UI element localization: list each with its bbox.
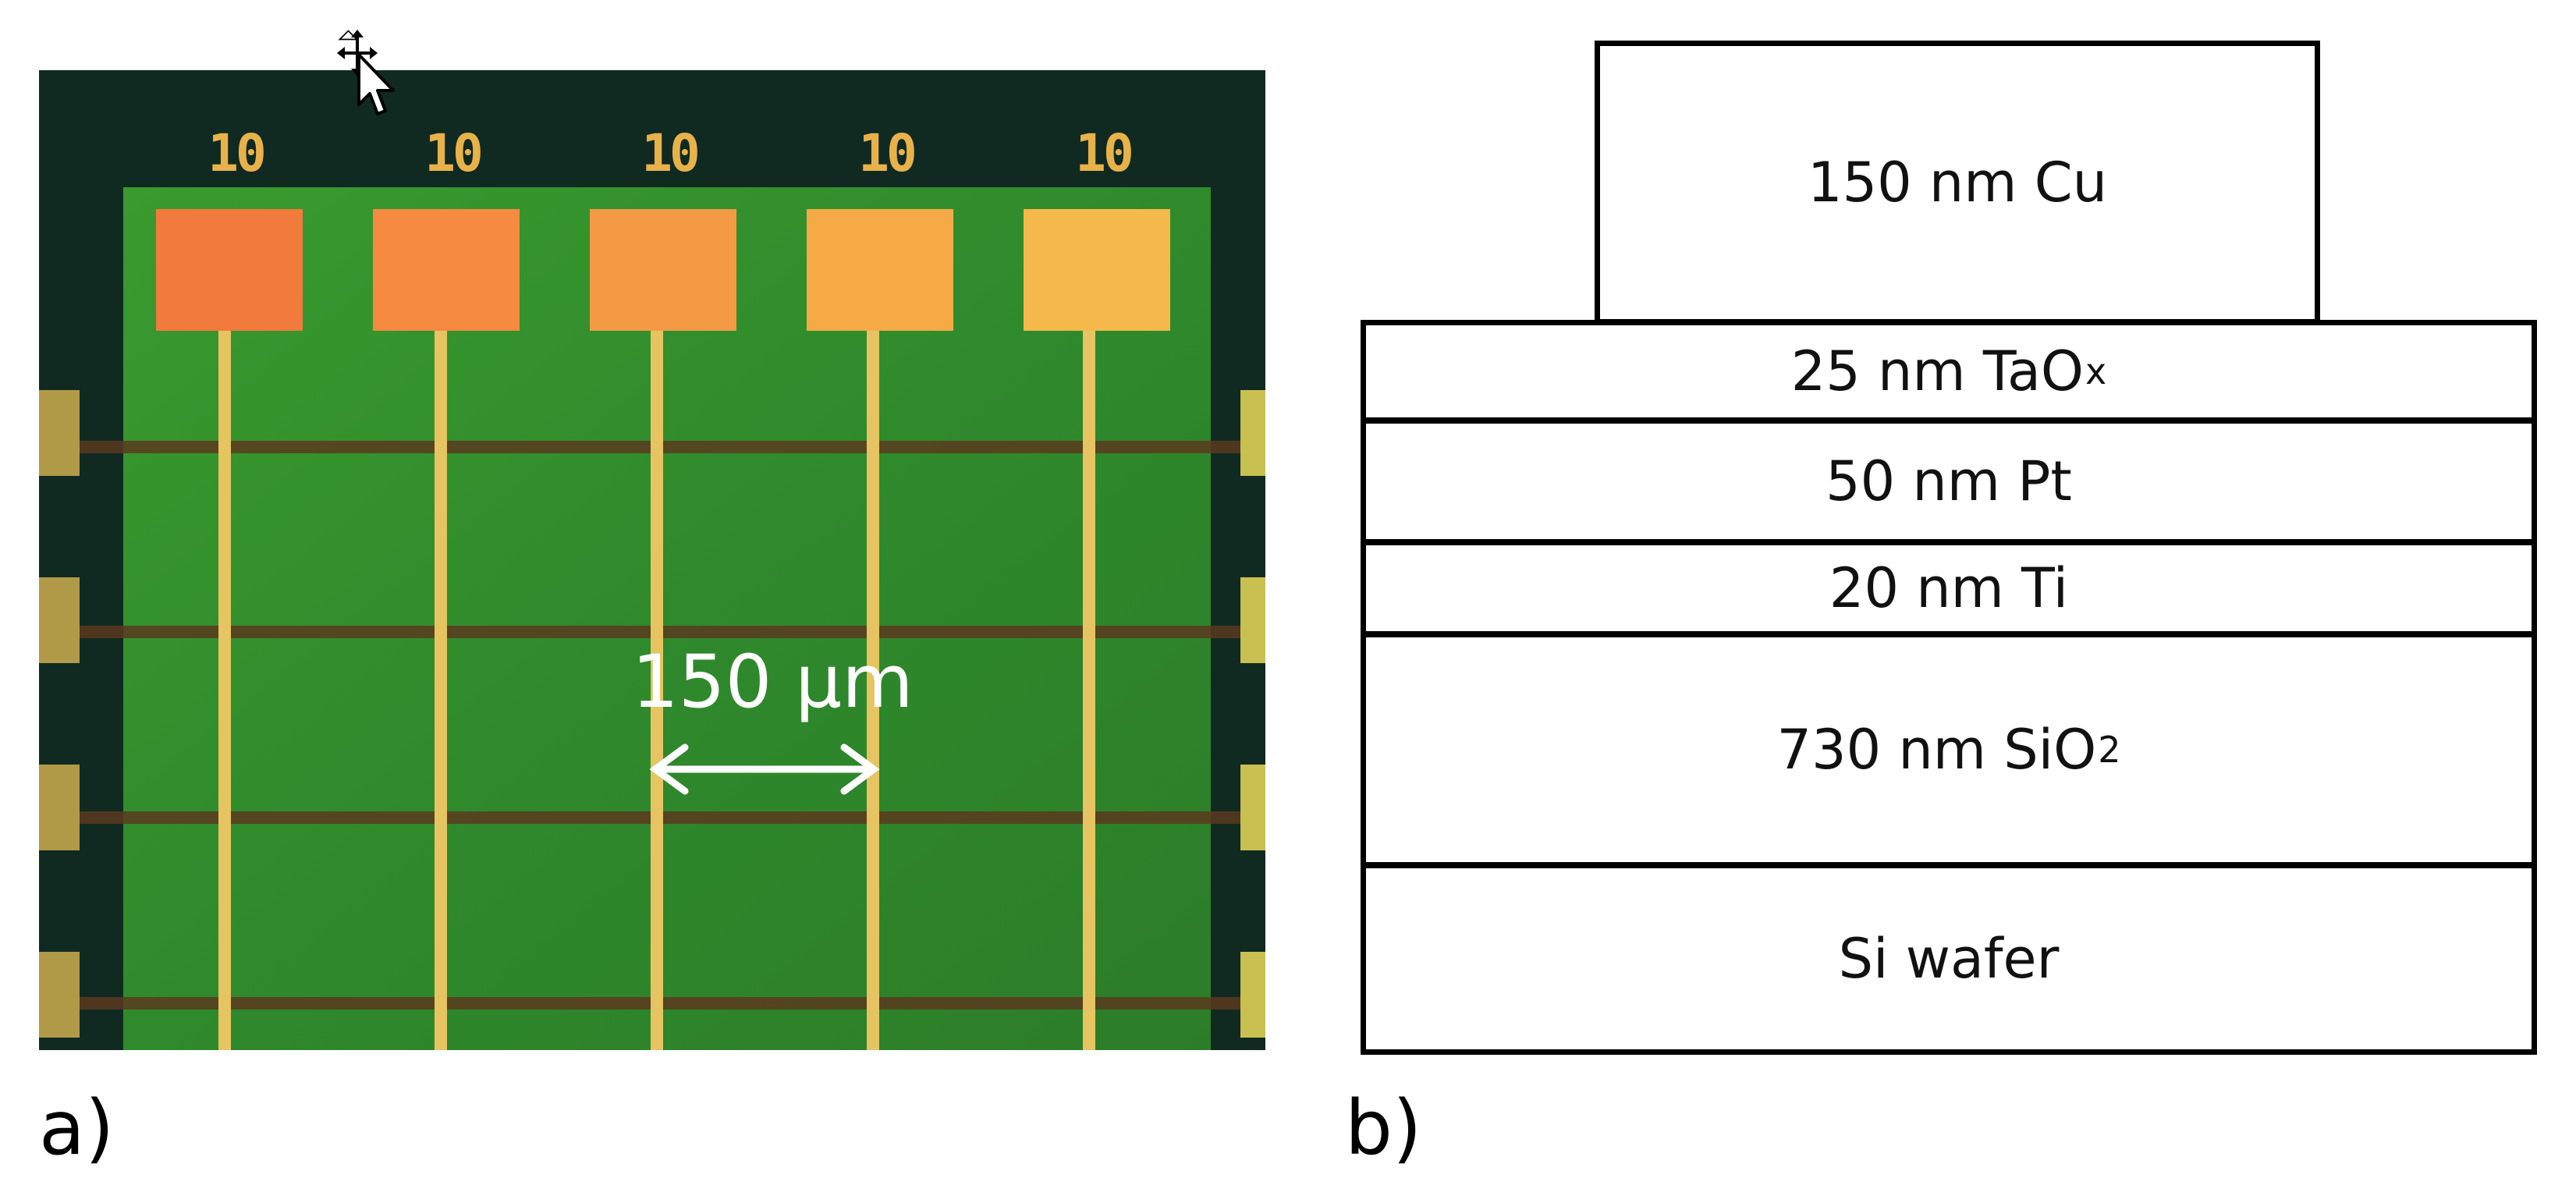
layer-pt: 50 nm Pt: [1361, 418, 2537, 545]
pad-label: 10: [1075, 123, 1134, 183]
layer-cu-label: 150 nm Cu: [1808, 151, 2107, 215]
layer-si-wafer: Si wafer: [1361, 863, 2537, 1055]
layer-si-label: Si wafer: [1838, 927, 2060, 991]
left-contacts: [39, 390, 80, 1038]
layer-sio2-label: 730 nm SiO: [1776, 718, 2097, 782]
move-cursor-icon: [337, 30, 395, 115]
crossbar-micrograph: [39, 70, 1265, 1050]
layer-taox-label: 25 nm TaO: [1790, 339, 2085, 403]
layer-ti-label: 20 nm Ti: [1829, 556, 2069, 620]
pad-label: 10: [424, 123, 483, 183]
pad-label: 10: [641, 123, 700, 183]
chip-substrate: [123, 187, 1211, 1050]
panel-label-b: b): [1345, 1084, 1422, 1172]
pad-label: 10: [858, 123, 917, 183]
right-contacts: [1240, 390, 1265, 1038]
pad-label: 10: [208, 123, 266, 183]
scale-bar-label: 150 µm: [632, 640, 914, 725]
scale-arrow: [649, 743, 880, 795]
panel-label-a: a): [39, 1084, 115, 1172]
top-pads: [156, 209, 1170, 331]
layer-sio2-subscript: 2: [2098, 729, 2121, 771]
layer-pt-label: 50 nm Pt: [1826, 449, 2072, 513]
top-electrodes: [218, 328, 1095, 1050]
layer-ti: 20 nm Ti: [1361, 540, 2537, 637]
layer-taox-subscript: x: [2085, 350, 2107, 392]
layer-cu: 150 nm Cu: [1595, 41, 2320, 325]
